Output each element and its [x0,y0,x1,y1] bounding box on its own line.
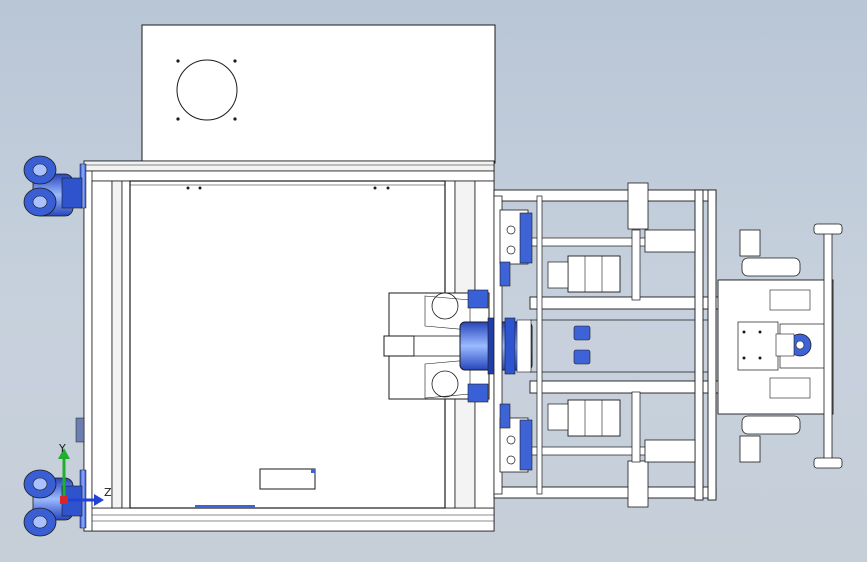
nameplate [259,468,316,490]
z-axis-label: Z [104,486,112,499]
spindle-assembly [383,289,533,403]
y-axis-label: Y [59,442,66,455]
control-box [141,24,496,164]
caster-bottom-left [23,469,83,537]
drive-mechanism [493,182,843,508]
pneumatic-components [499,209,812,473]
axis-triad[interactable] [58,448,104,506]
x-axis-marker [60,496,68,504]
fan-opening [176,59,238,121]
caster-top-left [23,155,83,217]
